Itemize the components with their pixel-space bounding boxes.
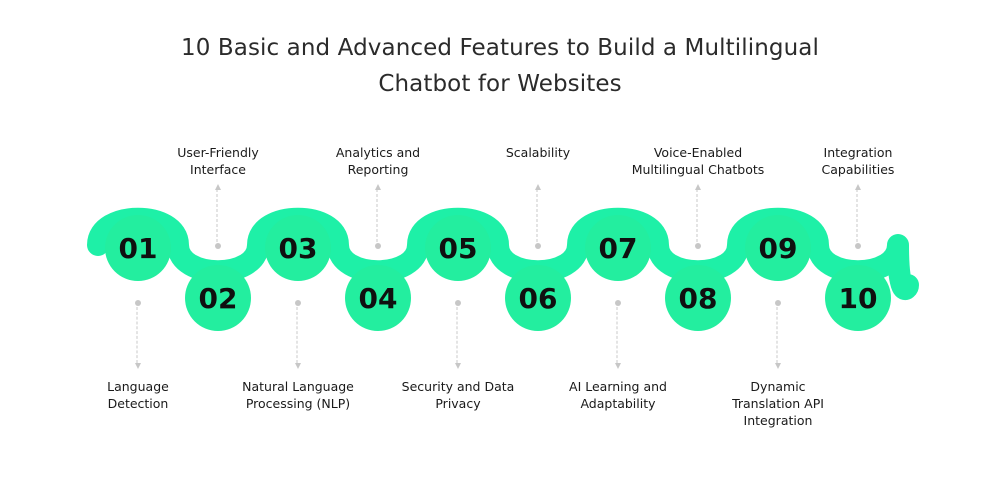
arrow-up-icon (215, 184, 221, 190)
feature-label-line: Language (107, 379, 169, 394)
feature-node-ring (105, 215, 171, 281)
feature-number: 08 (679, 282, 718, 315)
feature-label-line: Dynamic (750, 379, 806, 394)
feature-number: 01 (119, 232, 158, 265)
infographic-title: 10 Basic and Advanced Features to Build … (0, 30, 1000, 102)
title-line-2: Chatbot for Websites (378, 71, 622, 97)
feature-node-ring (745, 215, 811, 281)
connector-dot (775, 300, 781, 306)
feature-number: 04 (359, 282, 398, 315)
arrow-up-icon (535, 184, 541, 190)
arrow-down-icon (615, 363, 621, 369)
connector-line (696, 189, 700, 242)
feature-label: Scalability (443, 144, 633, 161)
feature-node-ring (665, 265, 731, 331)
feature-label-line: Voice-Enabled (653, 145, 743, 160)
connector-dot (455, 300, 461, 306)
arrow-down-icon (775, 363, 781, 369)
arrow-down-icon (135, 363, 141, 369)
feature-number: 07 (599, 232, 638, 265)
feature-number: 02 (199, 282, 238, 315)
arrow-up-icon (375, 184, 381, 190)
connector-line (376, 189, 380, 242)
arrow-up-icon (855, 184, 861, 190)
connector-dot (855, 243, 861, 249)
feature-node-ring (425, 215, 491, 281)
connector-line (856, 189, 860, 242)
connector-line (456, 307, 460, 363)
feature-label-line: Reporting (347, 162, 409, 177)
connector-line (296, 307, 300, 363)
connector-dot (535, 243, 541, 249)
feature-number: 10 (839, 282, 878, 315)
feature-node-ring (585, 215, 651, 281)
connector-line (536, 189, 540, 242)
feature-node-ring (345, 265, 411, 331)
feature-node-ring (185, 265, 251, 331)
feature-number: 05 (439, 232, 478, 265)
feature-label-line: Processing (NLP) (245, 396, 351, 411)
feature-label-line: Interface (190, 162, 246, 177)
feature-number: 06 (519, 282, 558, 315)
feature-label-line: Translation API (732, 396, 824, 411)
feature-label-line: Natural Language (242, 379, 354, 394)
feature-label-line: Scalability (505, 145, 571, 160)
arrow-down-icon (295, 363, 301, 369)
connector-dot (215, 243, 221, 249)
feature-label-line: AI Learning and (569, 379, 667, 394)
feature-label-line: Multilingual Chatbots (631, 162, 765, 177)
connector-line (216, 189, 220, 242)
feature-label-line: Detection (107, 396, 169, 411)
title-line-1: 10 Basic and Advanced Features to Build … (181, 35, 819, 61)
feature-label-line: Security and Data (401, 379, 515, 394)
arrow-down-icon (455, 363, 461, 369)
connector-line (136, 307, 140, 363)
feature-label-line: Integration (823, 145, 893, 160)
feature-number: 03 (279, 232, 318, 265)
feature-label-line: Adaptability (580, 396, 656, 411)
feature-label-line: Capabilities (821, 162, 895, 177)
connector-line (616, 307, 620, 363)
feature-node-ring (825, 265, 891, 331)
connector-dot (135, 300, 141, 306)
connector-dot (615, 300, 621, 306)
arrow-up-icon (695, 184, 701, 190)
feature-node-ring (265, 215, 331, 281)
connector-dot (295, 300, 301, 306)
connector-line (776, 307, 780, 363)
connector-dot (695, 243, 701, 249)
wave-ribbon (87, 207, 919, 301)
feature-label-line: Analytics and (335, 145, 421, 160)
feature-node-ring (505, 265, 571, 331)
feature-number: 09 (759, 232, 798, 265)
connector-dot (375, 243, 381, 249)
feature-label-line: Integration (743, 413, 813, 428)
feature-label-line: User-Friendly (177, 145, 259, 160)
feature-label-line: Privacy (435, 396, 481, 411)
